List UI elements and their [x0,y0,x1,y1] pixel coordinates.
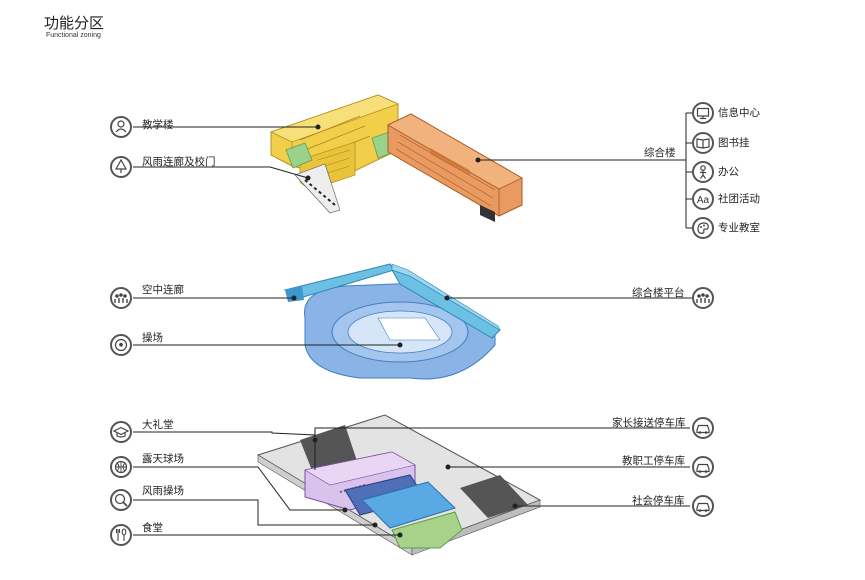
fork-spoon-icon [110,524,132,546]
label-public-parking: 社会停车库 [632,495,685,507]
soccer-ball-icon [110,334,132,356]
running-icon [110,489,132,511]
page-subtitle: Functional zoning [46,32,101,39]
label-info-center: 信息中心 [718,107,760,119]
label-complex-building: 综合楼 [644,147,676,159]
svg-text:Aa: Aa [697,195,710,206]
book-icon [692,132,714,154]
font-aa-icon: Aa [692,188,714,210]
label-playground: 操场 [142,332,163,344]
label-parent-parking: 家长接送停车库 [612,417,686,429]
graduation-cap-icon [110,421,132,443]
palette-icon [692,217,714,239]
canteen-mass [391,511,463,549]
basketball-icon [110,456,132,478]
label-office: 办公 [718,166,739,178]
page-title: 功能分区 [44,14,105,32]
label-canteen: 食堂 [142,522,163,534]
people-group-icon [692,287,714,309]
label-covered-playground: 风雨操场 [142,485,184,497]
label-covered-corridor-gate: 风雨连廊及校门 [142,156,216,168]
label-teaching-building: 教学楼 [142,119,174,131]
label-staff-parking: 教职工停车库 [622,455,685,467]
car-icon [692,417,714,439]
label-sky-corridor: 空中连廊 [142,284,184,296]
figure-icon [692,161,714,183]
label-library: 图书挂 [718,137,750,149]
tree-icon [110,156,132,178]
playground-mass [304,282,496,380]
car-icon [692,495,714,517]
label-special-classrooms: 专业教室 [718,222,760,234]
leader-lines [133,112,693,536]
people-group-icon [110,287,132,309]
label-outdoor-court: 露天球场 [142,453,184,465]
monitor-icon [692,102,714,124]
label-complex-platform: 综合楼平台 [632,287,685,299]
leader-dots [291,124,518,538]
covered-playground-mass [361,481,456,529]
car-icon [692,456,714,478]
label-auditorium: 大礼堂 [142,419,174,431]
complex-building-mass [387,113,523,222]
label-club-activities: 社团活动 [718,193,760,205]
person-icon [110,116,132,138]
